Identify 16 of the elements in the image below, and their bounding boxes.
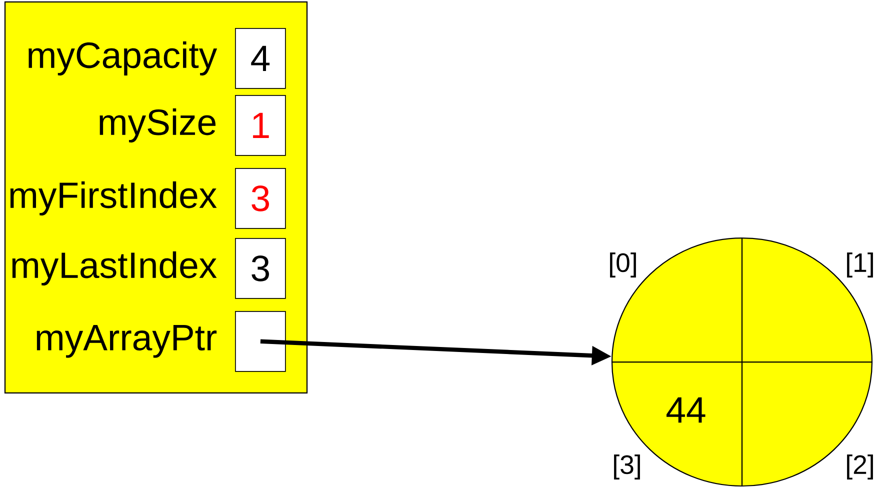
field-label: mySize (100, 108, 216, 142)
value-box: 3 (235, 168, 286, 229)
field-label: myLastIndex (12, 251, 217, 286)
index-label: [0] (610, 252, 636, 278)
value-box: 4 (235, 28, 286, 89)
value-box (235, 311, 286, 372)
array-circle (611, 237, 873, 487)
index-label: [3] (614, 454, 640, 480)
value-box: 3 (235, 238, 286, 299)
field-label: myArrayPtr (36, 325, 217, 358)
value-box: 1 (235, 95, 286, 156)
index-label: [2] (847, 454, 873, 480)
field-label: myCapacity (28, 41, 218, 76)
index-label: [1] (847, 252, 873, 278)
cell-value: 44 (666, 397, 706, 423)
field-label: myFirstIndex (10, 181, 217, 216)
